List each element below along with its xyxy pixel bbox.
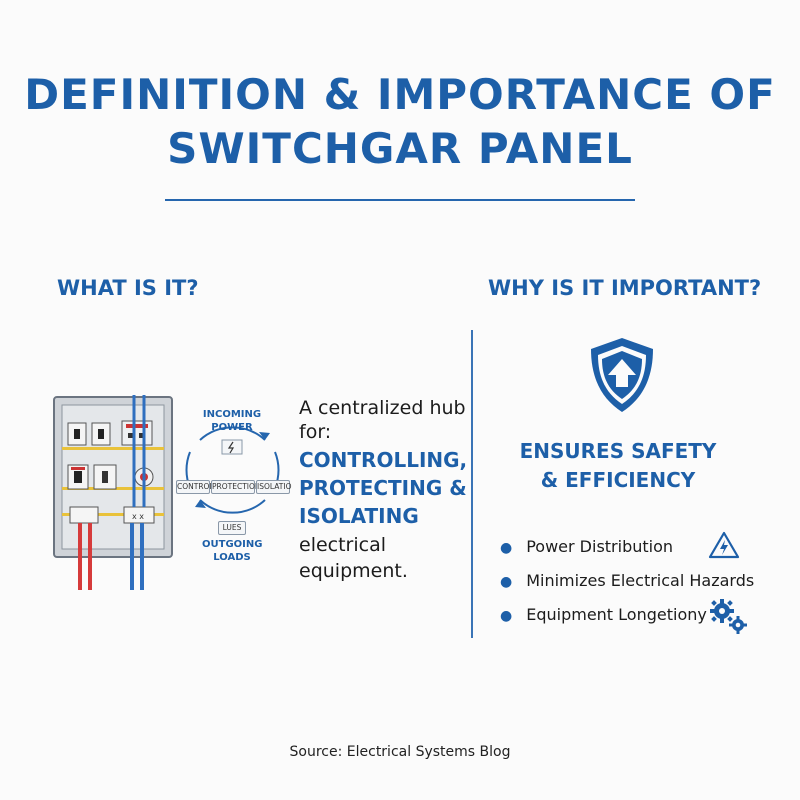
switchgear-panel-illustration: x x — [53, 395, 173, 590]
control-box: CONTROL — [176, 480, 214, 494]
safety-line-1: ENSURES SAFETY — [519, 439, 717, 463]
bullet-text: Equipment Longetiony — [526, 605, 707, 624]
description-line-3: electrical — [299, 534, 387, 556]
bullet-text: Minimizes Electrical Hazards — [526, 571, 755, 590]
protection-box: PROTECTION — [211, 480, 261, 494]
incoming-power-label: INCOMING POWER — [202, 408, 262, 434]
outgoing-label-line-1: OUTGOING — [202, 539, 263, 550]
incoming-label-line-1: INCOMING — [202, 409, 262, 420]
isolation-box: ISOLATIO — [256, 480, 291, 494]
bullet-dot: ● — [500, 540, 513, 556]
bullet-dot: ● — [500, 574, 513, 590]
title-line-2: SWITCHGAR PANEL — [167, 124, 633, 173]
why-important-heading: WHY IS IT IMPORTANT? — [488, 276, 762, 300]
outgoing-label-line-2: LOADS — [213, 552, 251, 563]
bullet-equipment-longevity: ● Equipment Longetiony — [500, 605, 707, 626]
description-strong-1: CONTROLLING, — [299, 448, 468, 472]
bullet-minimizes-hazards: ● Minimizes Electrical Hazards — [500, 571, 754, 592]
bullet-dot: ● — [500, 608, 513, 624]
column-divider — [471, 330, 473, 638]
source-credit: Source: Electrical Systems Blog — [289, 744, 511, 760]
bullet-power-distribution: ● Power Distribution — [500, 537, 673, 558]
incoming-label-line-2: POWER — [211, 422, 253, 433]
title-underline — [165, 199, 635, 201]
description-line-2: for: — [299, 421, 332, 443]
shield-up-arrow-icon — [591, 338, 653, 412]
description-line-1: A centralized hub — [299, 397, 466, 419]
page-title: DEFINITION & IMPORTANCE OF SWITCHGAR PAN… — [0, 68, 800, 176]
safety-line-2: & EFFICIENCY — [540, 468, 696, 492]
what-is-it-heading: WHAT IS IT? — [57, 276, 199, 300]
description-line-4: equipment. — [299, 560, 408, 582]
outgoing-loads-label: OUTGOING LOADS — [202, 538, 262, 564]
svg-text:x x: x x — [132, 512, 144, 521]
lightning-warning-icon — [708, 531, 740, 559]
bullet-text: Power Distribution — [526, 537, 674, 556]
gears-icon — [710, 599, 747, 634]
description-strong-2: PROTECTING & — [299, 476, 467, 500]
safety-efficiency-heading: ENSURES SAFETY & EFFICIENCY — [488, 437, 748, 495]
title-line-1: DEFINITION & IMPORTANCE OF — [24, 70, 776, 119]
loads-box: LUES — [218, 521, 246, 535]
power-cycle-diagram — [185, 426, 280, 514]
description-strong-3: ISOLATING — [299, 504, 419, 528]
